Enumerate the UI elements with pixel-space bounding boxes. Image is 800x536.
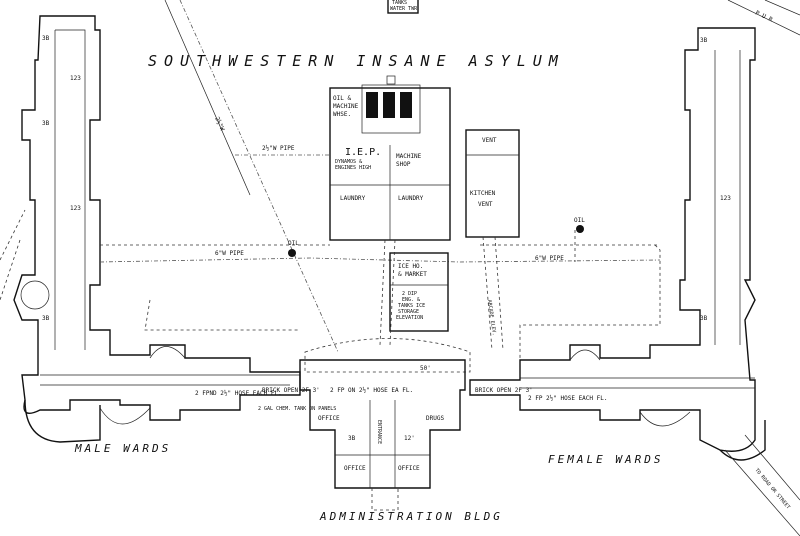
right-story-3: 3B <box>700 315 708 322</box>
oil-marker-left <box>288 249 296 257</box>
dynamo-2: ENGINES HIGH <box>335 165 371 171</box>
pipe-top-label: 2½"W PIPE <box>262 145 295 152</box>
pipe-left-label: 6"W PIPE <box>215 250 244 257</box>
street-label: P U R <box>754 9 774 23</box>
iep-label: I.E.P. <box>345 147 381 158</box>
admin-building: OFFICE DRUGS OFFICE OFFICE ENTRANCE 2 FP… <box>299 338 471 511</box>
dynamo-1: DYNAMOS & <box>335 159 362 165</box>
oil-shop-2: MACHINE <box>333 103 359 110</box>
water-pipe-main: 6"W PIPE 6"W PIPE OIL OIL <box>99 217 661 263</box>
ice-house: ICE HO. & MARKET 2 DIP ENG. & TANKS ICE … <box>389 252 449 332</box>
kitchen: VENT KITCHEN VENT <box>465 129 520 238</box>
kitchen-label-2: VENT <box>478 201 493 208</box>
water-tower-label-1: TANKS <box>392 0 407 6</box>
corridors <box>379 236 504 351</box>
power-house: OIL & MACHINE WHSE. I.E.P. DYNAMOS & ENG… <box>329 75 451 241</box>
note-left-2: 2 GAL CHEM. TANK ON PANELS <box>258 406 336 412</box>
note-right-2: 2 FP 2½" HOSE EACH FL. <box>528 395 607 402</box>
pipe-diag-label: 2½"W <box>213 116 226 132</box>
map-title: SOUTHWESTERN INSANE ASYLUM <box>148 52 565 70</box>
left-story-1: 3B <box>42 35 50 42</box>
oil-label-right: OIL <box>574 217 585 224</box>
ice-sub-1: 2 DIP <box>402 291 417 297</box>
note-admin-12: 12' <box>404 435 415 442</box>
pipe-right-label: 6"W PIPE <box>535 255 564 262</box>
note-admin-50: 50' <box>420 365 431 372</box>
left-story-3: 3B <box>42 120 50 127</box>
admin-office-2: OFFICE <box>344 465 366 472</box>
water-tower-label-2: WATER TWR <box>390 6 418 12</box>
note-left-3: BRICK OPEN 2F 3' <box>262 387 320 394</box>
laundry-right-label: LAUNDRY <box>398 195 424 202</box>
right-story-1: 3B <box>700 37 708 44</box>
note-right-1: BRICK OPEN 2F 3' <box>475 387 533 394</box>
admin-office-3: OFFICE <box>398 465 420 472</box>
admin-label: ADMINISTRATION BLDG <box>319 510 503 523</box>
admin-office-1: OFFICE <box>318 415 340 422</box>
left-wing: 3B 123 3B 123 3B 2 FPND 2½" HOSE EACH FL… <box>0 15 336 443</box>
ice-house-2: & MARKET <box>398 271 427 278</box>
ice-sub-5: ELEVATION <box>396 315 423 321</box>
vent-label: VENT <box>482 137 497 144</box>
ice-sub-4: STORAGE <box>398 309 419 315</box>
kitchen-label-1: KITCHEN <box>470 190 496 197</box>
admin-entrance: ENTRANCE <box>376 420 382 444</box>
left-story-2: 123 <box>70 75 81 82</box>
admin-drugs: DRUGS <box>426 415 444 422</box>
water-tower-box: TANKS WATER TWR <box>387 0 419 14</box>
machine-shop-2: SHOP <box>396 161 411 168</box>
left-story-5: 3B <box>42 315 50 322</box>
male-wards-label: MALE WARDS <box>74 442 171 455</box>
oil-label-left: OIL <box>288 240 299 247</box>
note-admin-3b: 3B <box>348 435 356 442</box>
note-admin-1: 2 FP ON 2½" HOSE EA FL. <box>330 387 413 394</box>
left-story-4: 123 <box>70 205 81 212</box>
female-wards-label: FEMALE WARDS <box>548 453 663 466</box>
machine-shop-1: MACHINE <box>396 153 422 160</box>
ice-sub-2: ENG. & <box>402 297 420 303</box>
street-top-right: P U R <box>727 0 800 36</box>
oil-shop-3: WHSE. <box>333 111 351 118</box>
right-story-2: 123 <box>720 195 731 202</box>
laundry-left-label: LAUNDRY <box>340 195 366 202</box>
oil-shop-1: OIL & <box>333 95 351 102</box>
oil-marker-right <box>576 225 584 233</box>
ice-house-1: ICE HO. <box>398 263 423 270</box>
note-left-1: 2 FPND 2½" HOSE EACH FL. <box>195 390 282 397</box>
arcade-label: ARCADE ELEV. <box>486 299 497 336</box>
ice-sub-3: TANKS ICE <box>398 303 425 309</box>
